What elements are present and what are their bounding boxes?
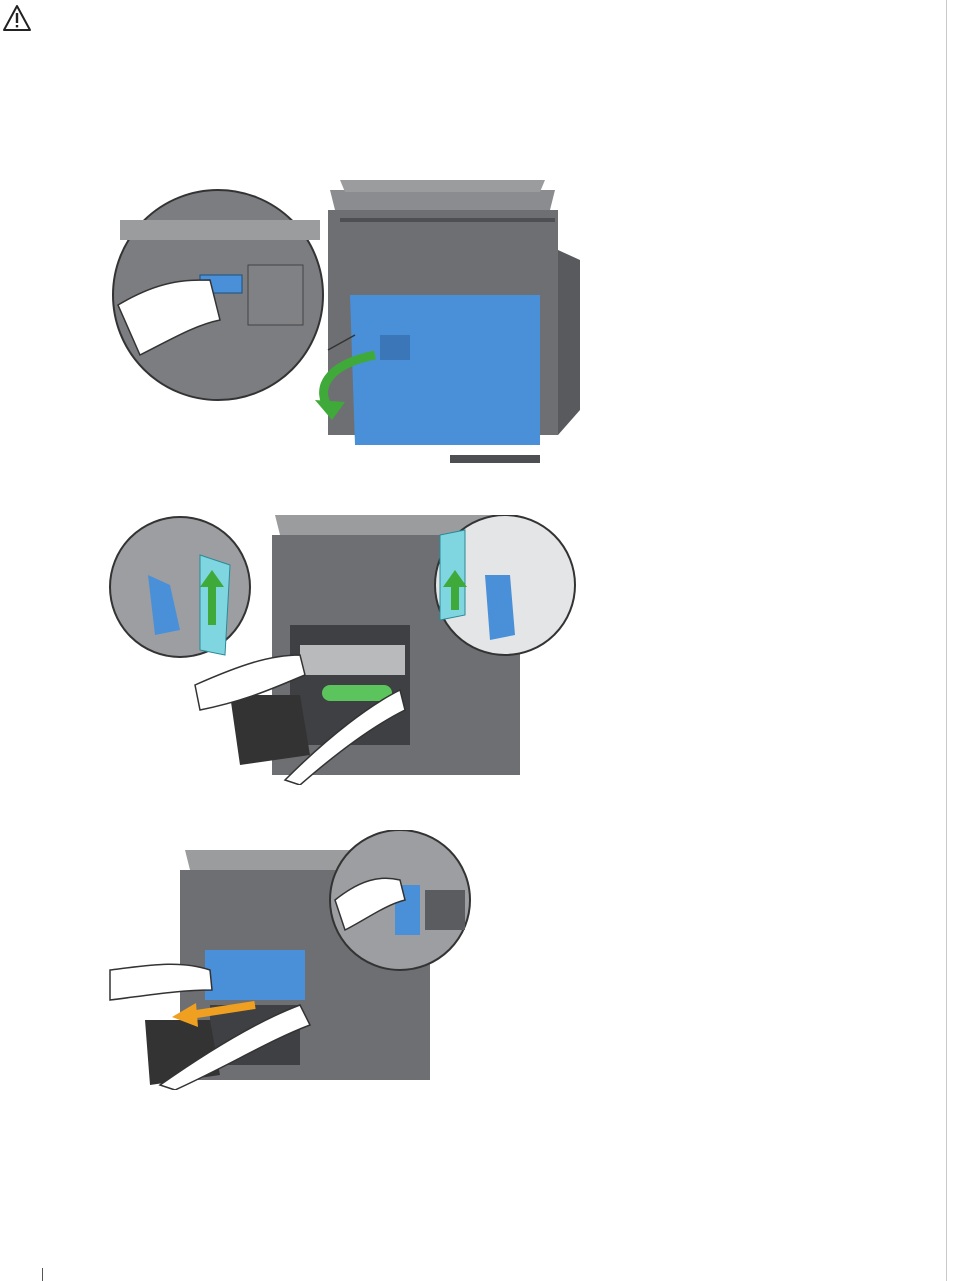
figure-remove-fuser <box>100 830 480 1090</box>
magnified-detail <box>330 830 470 970</box>
page-edge-rule <box>946 0 947 1281</box>
magnified-detail-left <box>110 517 250 657</box>
rear-cover <box>350 295 540 445</box>
warning-triangle-icon <box>2 4 32 32</box>
figure-open-rear-cover <box>100 180 600 470</box>
footer-rule <box>42 1268 43 1281</box>
fuser-unit <box>205 950 305 1000</box>
printer-illustration <box>328 180 580 463</box>
magnified-detail-right <box>435 515 575 655</box>
magnified-detail <box>113 190 355 400</box>
figure-raise-fuser-levers <box>100 515 600 785</box>
